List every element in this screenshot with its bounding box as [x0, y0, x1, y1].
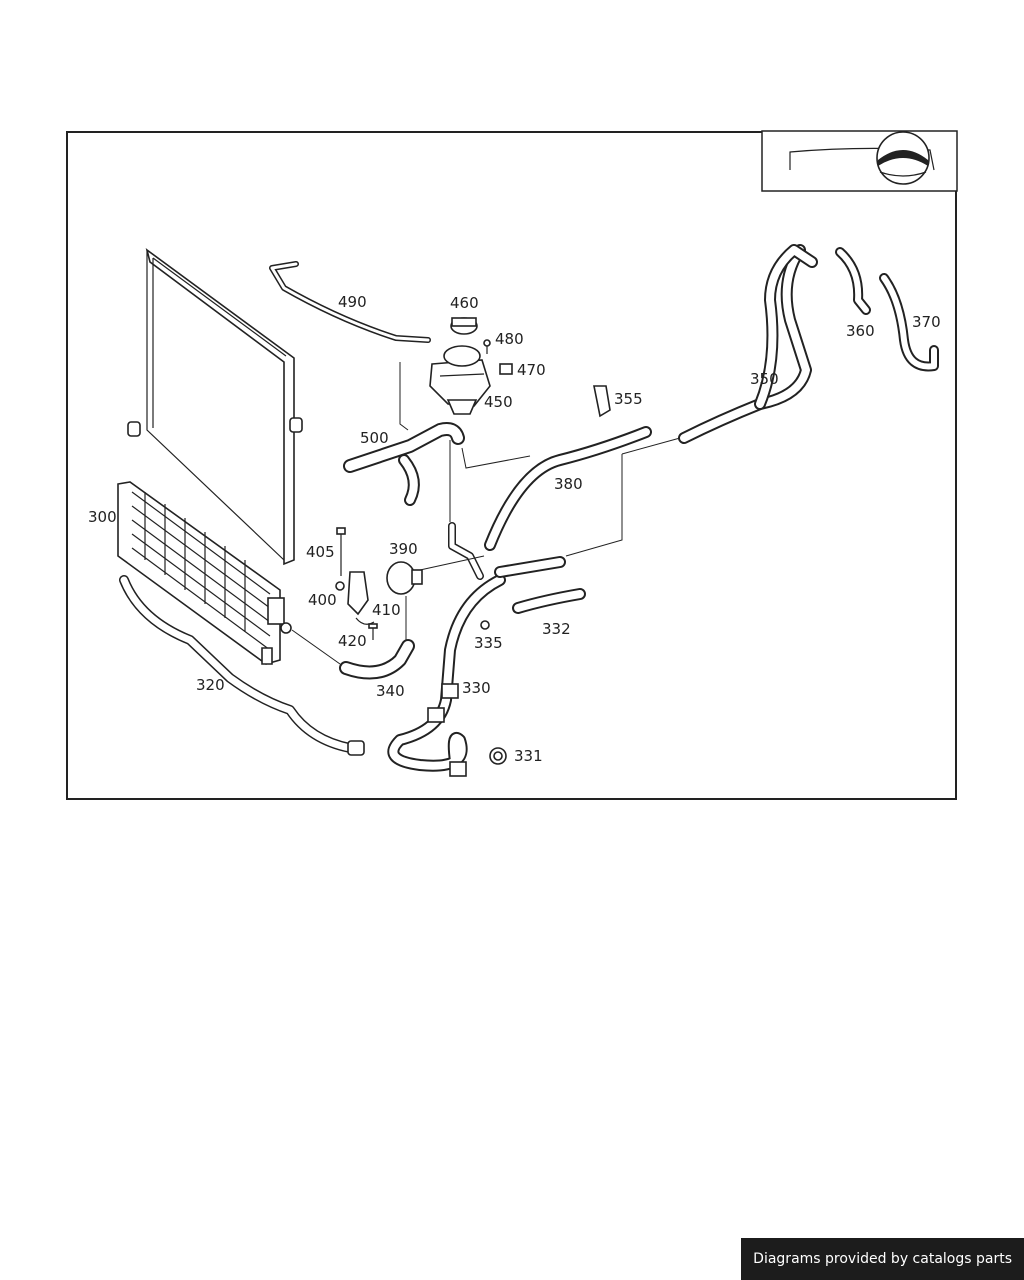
part-300-radiator[interactable]	[117, 481, 292, 665]
callout-420: 420	[338, 632, 367, 650]
part-420-screw[interactable]	[368, 623, 378, 640]
part-331-clamp[interactable]	[489, 747, 507, 765]
part-450-expansion-tank[interactable]	[429, 345, 491, 415]
callout-450: 450	[484, 393, 513, 411]
part-390-pump[interactable]	[386, 561, 423, 595]
callout-340: 340	[376, 682, 405, 700]
callout-410: 410	[372, 601, 401, 619]
orientation-inset	[761, 130, 958, 192]
footer-credit-badge: Diagrams provided by catalogs parts	[741, 1238, 1024, 1280]
hoses[interactable]	[119, 244, 939, 777]
callout-300: 300	[88, 508, 117, 526]
part-355-bracket[interactable]	[593, 385, 611, 418]
callout-490: 490	[338, 293, 367, 311]
part-480-screw[interactable]	[483, 339, 491, 354]
condenser-panel[interactable]	[127, 248, 303, 566]
callout-460: 460	[450, 294, 479, 312]
callout-500: 500	[360, 429, 389, 447]
part-335-fastener[interactable]	[480, 620, 490, 630]
callout-470: 470	[517, 361, 546, 379]
callout-355: 355	[614, 390, 643, 408]
callout-390: 390	[389, 540, 418, 558]
part-460-cap[interactable]	[450, 317, 478, 335]
callout-380: 380	[554, 475, 583, 493]
part-400-bracket[interactable]	[335, 571, 369, 616]
callout-360: 360	[846, 322, 875, 340]
callout-335: 335	[474, 634, 503, 652]
callout-332: 332	[542, 620, 571, 638]
part-405-bolt[interactable]	[336, 527, 346, 576]
callout-331: 331	[514, 747, 543, 765]
callout-370: 370	[912, 313, 941, 331]
callouts: 300 320 330 331 332 335 340 350 355 360 …	[88, 293, 941, 765]
callout-320: 320	[196, 676, 225, 694]
callout-480: 480	[495, 330, 524, 348]
footer-credit-text: Diagrams provided by catalogs parts	[753, 1251, 1012, 1267]
callout-330: 330	[462, 679, 491, 697]
leader-lines	[291, 362, 681, 665]
part-410-clip[interactable]	[355, 617, 375, 625]
callout-405: 405	[306, 543, 335, 561]
callout-350: 350	[750, 370, 779, 388]
part-470-connector[interactable]	[499, 363, 513, 375]
callout-400: 400	[308, 591, 337, 609]
diagram-frame	[66, 131, 957, 800]
